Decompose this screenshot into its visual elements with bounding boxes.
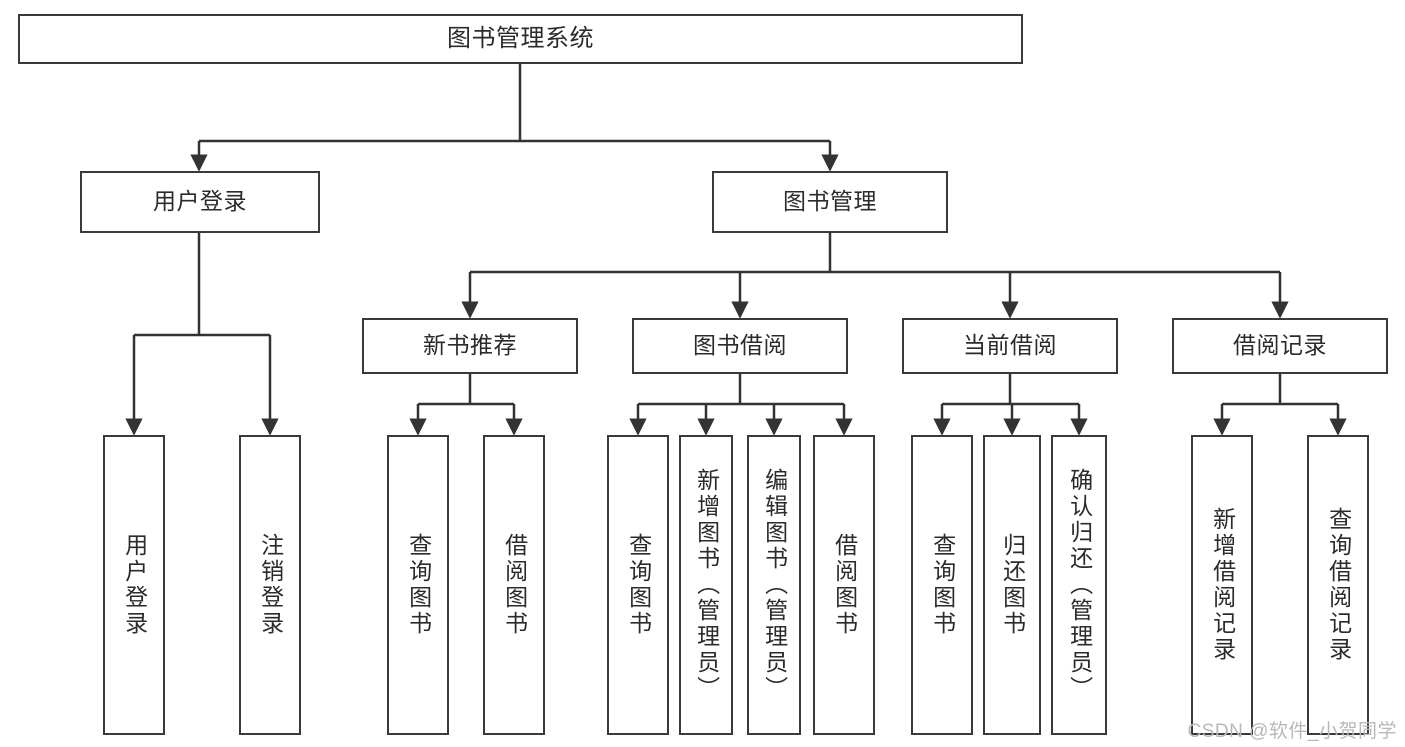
node-leaf-borrow-book-1-label: 借阅图书 — [501, 533, 528, 637]
node-new-book-recommend[interactable]: 新书推荐 — [362, 318, 578, 374]
node-book-manage-label: 图书管理 — [783, 188, 877, 215]
node-leaf-add-book[interactable]: 新增图书（管理员） — [679, 435, 733, 735]
node-leaf-logout[interactable]: 注销登录 — [239, 435, 301, 735]
node-leaf-logout-label: 注销登录 — [257, 533, 284, 637]
node-leaf-edit-book-label: 编辑图书（管理员） — [761, 468, 788, 702]
node-leaf-query-book-3[interactable]: 查询图书 — [911, 435, 973, 735]
node-leaf-query-record-label: 查询借阅记录 — [1325, 507, 1352, 663]
node-leaf-add-record-label: 新增借阅记录 — [1209, 507, 1236, 663]
node-leaf-borrow-book-2[interactable]: 借阅图书 — [813, 435, 875, 735]
node-leaf-edit-book[interactable]: 编辑图书（管理员） — [747, 435, 801, 735]
node-leaf-query-book-2[interactable]: 查询图书 — [607, 435, 669, 735]
node-leaf-query-book-3-label: 查询图书 — [929, 533, 956, 637]
node-user-login-label: 用户登录 — [153, 188, 247, 215]
node-leaf-confirm-return[interactable]: 确认归还（管理员） — [1051, 435, 1107, 735]
node-current-borrow-label: 当前借阅 — [963, 332, 1057, 359]
node-root-label: 图书管理系统 — [447, 24, 594, 52]
csdn-watermark: CSDN @软件_小贺同学 — [1187, 721, 1397, 742]
node-current-borrow[interactable]: 当前借阅 — [902, 318, 1118, 374]
node-leaf-query-book-1-label: 查询图书 — [405, 533, 432, 637]
node-leaf-add-record[interactable]: 新增借阅记录 — [1191, 435, 1253, 735]
node-leaf-user-login[interactable]: 用户登录 — [103, 435, 165, 735]
node-book-borrow[interactable]: 图书借阅 — [632, 318, 848, 374]
node-leaf-return-book-label: 归还图书 — [999, 533, 1026, 637]
node-leaf-return-book[interactable]: 归还图书 — [983, 435, 1041, 735]
node-leaf-borrow-book-2-label: 借阅图书 — [831, 533, 858, 637]
node-book-manage[interactable]: 图书管理 — [712, 171, 948, 233]
node-leaf-query-book-1[interactable]: 查询图书 — [387, 435, 449, 735]
node-book-borrow-label: 图书借阅 — [693, 332, 787, 359]
node-leaf-add-book-label: 新增图书（管理员） — [693, 468, 720, 702]
node-user-login[interactable]: 用户登录 — [80, 171, 320, 233]
node-borrow-record[interactable]: 借阅记录 — [1172, 318, 1388, 374]
node-leaf-user-login-label: 用户登录 — [121, 533, 148, 637]
node-leaf-query-book-2-label: 查询图书 — [625, 533, 652, 637]
node-borrow-record-label: 借阅记录 — [1233, 332, 1327, 359]
node-leaf-confirm-return-label: 确认归还（管理员） — [1066, 468, 1093, 702]
node-root[interactable]: 图书管理系统 — [18, 14, 1023, 64]
node-new-book-recommend-label: 新书推荐 — [423, 332, 517, 359]
node-leaf-borrow-book-1[interactable]: 借阅图书 — [483, 435, 545, 735]
node-leaf-query-record[interactable]: 查询借阅记录 — [1307, 435, 1369, 735]
